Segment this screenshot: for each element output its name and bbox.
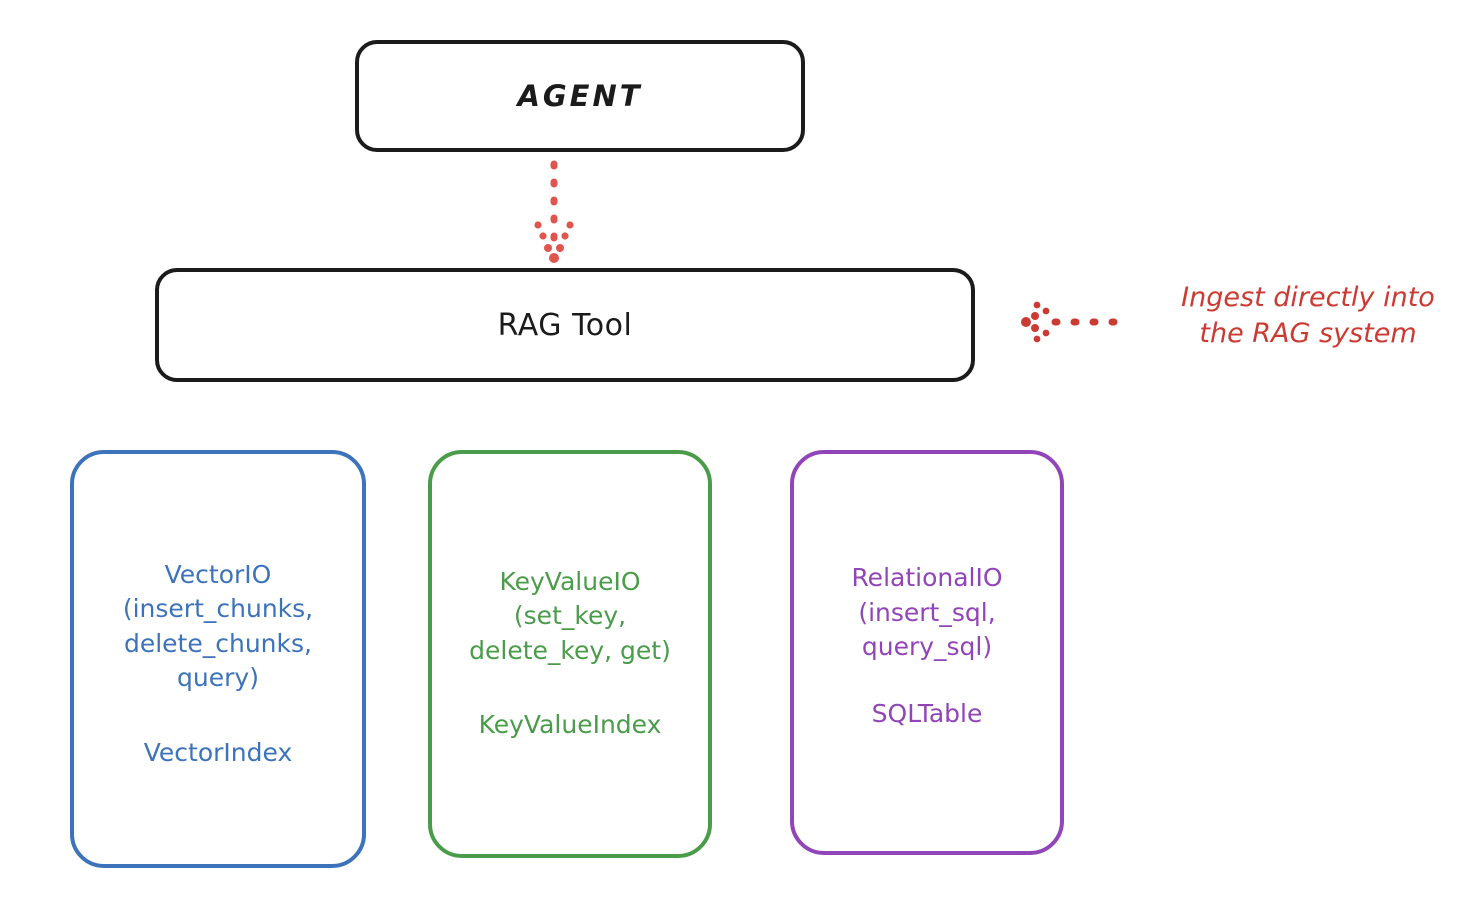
- node-relational-io[interactable]: RelationalIO (insert_sql, query_sql) SQL…: [790, 450, 1064, 855]
- node-vector-io[interactable]: VectorIO (insert_chunks, delete_chunks, …: [70, 450, 366, 868]
- node-key-value-io-title: KeyValueIO (set_key, delete_key, get): [469, 566, 671, 665]
- node-rag-tool-label: RAG Tool: [497, 307, 633, 343]
- arrowhead-dot: [1033, 335, 1041, 343]
- node-relational-io-subtitle: SQLTable: [871, 698, 983, 728]
- arrowhead-dot: [1042, 329, 1050, 337]
- node-vector-io-content: VectorIO (insert_chunks, delete_chunks, …: [88, 558, 348, 767]
- arrowhead-dot: [1042, 307, 1050, 315]
- node-rag-tool[interactable]: RAG Tool: [155, 268, 975, 382]
- arrowhead-dot: [566, 221, 574, 229]
- node-key-value-io[interactable]: KeyValueIO (set_key, delete_key, get) Ke…: [428, 450, 712, 858]
- node-relational-io-title: RelationalIO (insert_sql, query_sql): [851, 563, 1003, 662]
- arrowhead-dot: [561, 232, 569, 240]
- node-relational-io-content: RelationalIO (insert_sql, query_sql) SQL…: [808, 561, 1046, 728]
- node-agent[interactable]: AGENT: [355, 40, 805, 152]
- arrowhead-dot: [544, 244, 552, 252]
- arrow-agent-to-rag-tool: [534, 160, 574, 263]
- arrowhead-dot: [1033, 301, 1041, 309]
- node-key-value-io-content: KeyValueIO (set_key, delete_key, get) Ke…: [446, 565, 694, 740]
- arrowhead-dot: [1031, 312, 1039, 320]
- node-agent-label: AGENT: [517, 79, 643, 113]
- arrowhead-dot: [1031, 324, 1039, 332]
- node-key-value-io-subtitle: KeyValueIndex: [478, 710, 662, 740]
- arrowhead-dot: [549, 253, 559, 263]
- arrow-annotation-to-rag-tool: [1021, 301, 1135, 343]
- annotation-ingest-directly: Ingest directly into the RAG system: [1181, 282, 1435, 350]
- node-vector-io-title: VectorIO (insert_chunks, delete_chunks, …: [122, 559, 314, 693]
- arrowhead-dot: [1021, 317, 1031, 327]
- arrowhead-dot: [556, 244, 564, 252]
- arrowhead-dot: [539, 232, 547, 240]
- node-vector-io-subtitle: VectorIndex: [143, 737, 293, 767]
- arrowhead-dot: [534, 221, 542, 229]
